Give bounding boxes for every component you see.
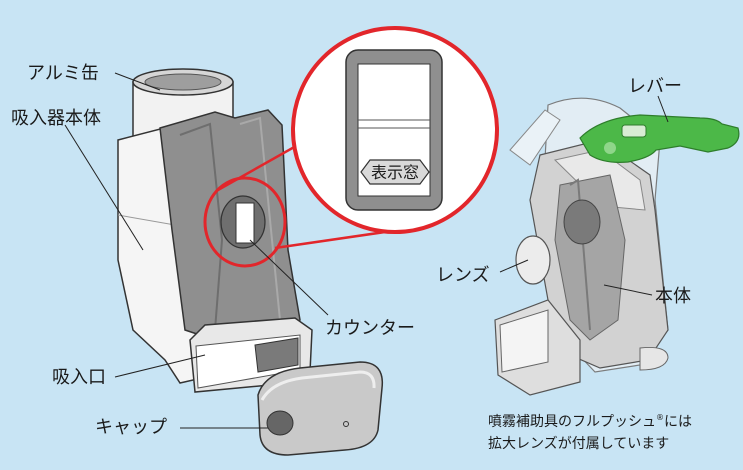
inhaler bbox=[117, 68, 384, 456]
label-aluminum-can: アルミ缶 bbox=[27, 63, 99, 84]
lens bbox=[515, 235, 551, 285]
label-counter: カウンター bbox=[325, 318, 415, 339]
label-spacer-body: 本体 bbox=[655, 286, 691, 307]
label-lever: レバー bbox=[628, 76, 682, 97]
label-lens: レンズ bbox=[436, 265, 490, 286]
leader-lines bbox=[64, 72, 669, 429]
zoom-callout: 表示窓 bbox=[217, 26, 499, 250]
label-cap: キャップ bbox=[95, 417, 167, 438]
label-mouthpiece: 吸入口 bbox=[52, 367, 106, 388]
counter-window bbox=[220, 195, 266, 249]
display-window-label: 表示窓 bbox=[371, 163, 419, 182]
cap bbox=[257, 361, 384, 456]
label-inhaler-body: 吸入器本体 bbox=[11, 108, 101, 129]
lever bbox=[579, 114, 740, 163]
note-line-1: 噴霧補助具のフルプッシュ®には bbox=[488, 413, 692, 430]
zoom-source-circle bbox=[203, 176, 287, 268]
note-line-2: 拡大レンズが付属しています bbox=[488, 436, 669, 452]
spacer-device bbox=[494, 97, 740, 396]
